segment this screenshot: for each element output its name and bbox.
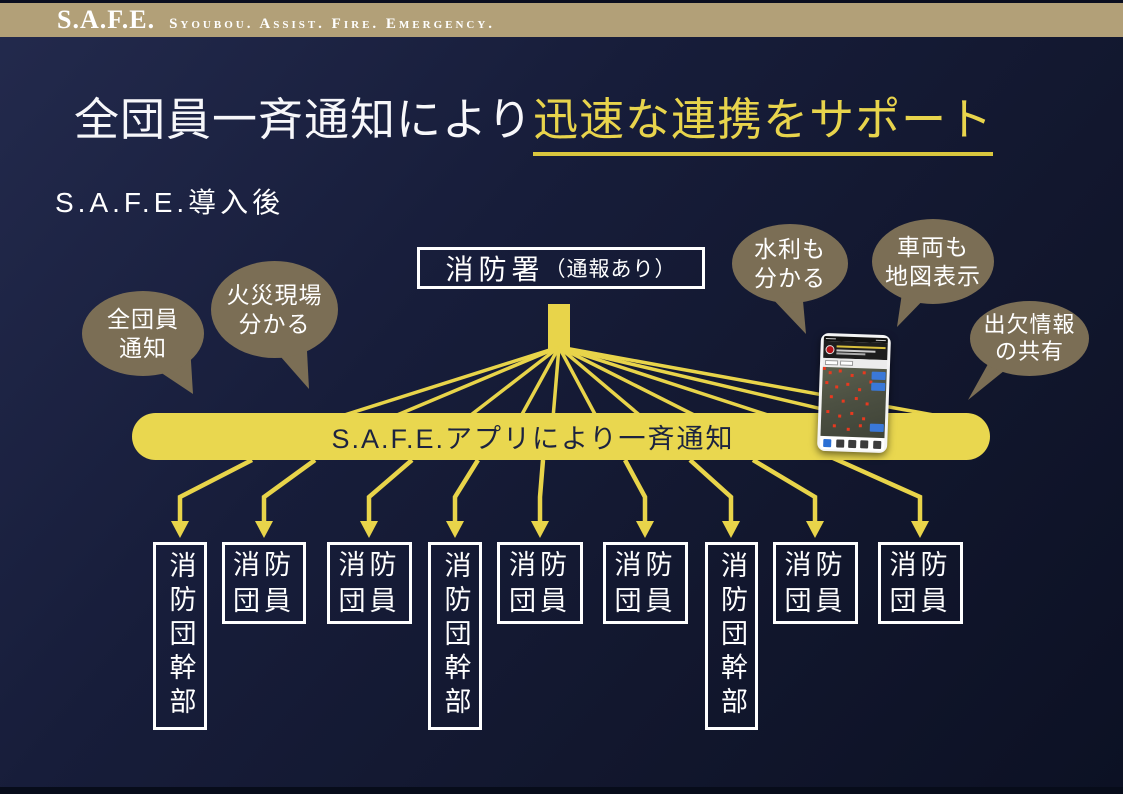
logo-main-text: S.A.F.E.	[57, 5, 156, 34]
notification-text-lines	[836, 344, 886, 358]
app-screenshot-phone	[816, 332, 892, 454]
safe-logo: S.A.F.E. Syoubou. Assist. Fire. Emergenc…	[57, 5, 495, 35]
recipient-leader-box: 消防団幹部	[153, 542, 207, 730]
fire-station-note: （通報あり）	[544, 258, 677, 281]
bubble-line: 車両も	[897, 234, 969, 261]
map-button	[869, 423, 884, 433]
bubble-line: 全団員	[107, 306, 179, 333]
bubble-line: 通知	[119, 334, 167, 361]
bubble-line: の共有	[994, 338, 1064, 364]
recipient-member-box: 消防団員	[603, 542, 688, 624]
page-title: 全団員一斉通知により迅速な連携をサポート	[74, 83, 994, 156]
logo-sub-text: Syoubou. Assist. Fire. Emergency.	[169, 16, 496, 32]
fire-station-box: 消防署 （通報あり）	[417, 247, 705, 289]
footer-strip	[0, 787, 1123, 794]
recipient-label: 消防団員	[509, 549, 571, 616]
bubble-line: 火災現場	[226, 282, 323, 309]
bubble-line: 地図表示	[885, 262, 981, 289]
map-button	[871, 382, 886, 392]
bubble-water-source-visible: 水利も 分かる	[732, 224, 848, 303]
recipient-leader-box: 消防団幹部	[428, 542, 482, 730]
notification-arrows	[177, 455, 923, 524]
recipient-member-box: 消防団員	[878, 542, 963, 624]
recipient-label: 消防団員	[784, 549, 847, 616]
bubble-attendance-sharing: 出欠情報 の共有	[970, 301, 1089, 376]
top-divider	[0, 0, 1123, 3]
bubble-line: 水利も	[754, 236, 826, 263]
recipient-label: 消防団幹部	[717, 551, 747, 721]
recipient-member-box: 消防団員	[773, 542, 858, 624]
recipient-member-box: 消防団員	[497, 542, 583, 624]
station-stub-line	[548, 304, 570, 349]
map-button	[871, 371, 886, 381]
title-white-part: 全団員一斉通知により	[74, 94, 534, 145]
broadcast-banner-label: S.A.F.E.アプリにより一斉通知	[331, 424, 735, 454]
subtitle-after-adoption: S.A.F.E.導入後	[55, 187, 285, 218]
bubble-line: 分かる	[238, 310, 311, 337]
bubble-line: 出欠情報	[983, 311, 1076, 337]
recipient-member-box: 消防団員	[327, 542, 412, 624]
phone-bottom-nav	[820, 435, 885, 452]
recipient-label: 消防団幹部	[440, 551, 471, 721]
map-marker-icons	[822, 366, 826, 371]
app-logo-icon	[825, 344, 835, 355]
recipient-member-box: 消防団員	[222, 542, 306, 624]
recipient-label: 消防団員	[338, 549, 401, 616]
recipient-leader-box: 消防団幹部	[705, 542, 758, 730]
bubble-fire-scene-visible: 火災現場 分かる	[211, 261, 338, 358]
title-yellow-part: 迅速な連携をサポート	[533, 94, 994, 156]
bubble-all-members-notice: 全団員 通知	[82, 291, 204, 376]
recipient-label: 消防団幹部	[165, 551, 196, 721]
recipient-label: 消防団員	[889, 549, 952, 616]
phone-map-view	[820, 366, 887, 439]
arrow-heads	[171, 521, 929, 538]
bubble-line: 分かる	[754, 264, 826, 291]
bubble-vehicles-on-map: 車両も 地図表示	[872, 219, 994, 304]
recipient-label: 消防団員	[614, 549, 677, 616]
fire-station-name: 消防署	[445, 254, 545, 285]
header-bar: S.A.F.E. Syoubou. Assist. Fire. Emergenc…	[0, 3, 1123, 37]
recipient-label: 消防団員	[233, 549, 295, 616]
